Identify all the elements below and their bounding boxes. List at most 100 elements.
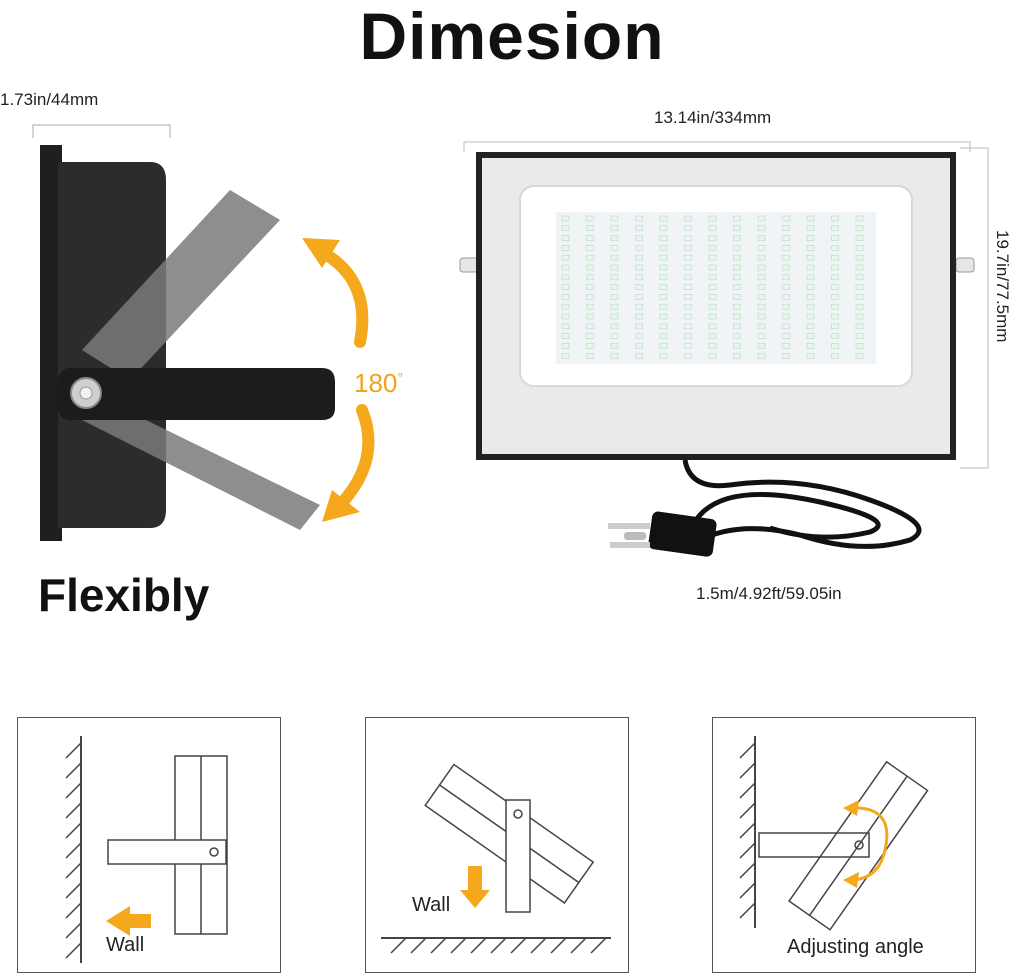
led-chip [684, 313, 692, 320]
left-arrow-icon [106, 906, 151, 936]
install-panel-wall-mount: Wall [17, 717, 281, 973]
led-chip [806, 333, 815, 339]
page-title: Dimesion [359, 0, 665, 73]
led-chip [782, 225, 790, 232]
led-chip [659, 333, 668, 339]
led-chip [708, 254, 717, 261]
led-chip [684, 323, 692, 330]
adjust-angle-diagram [739, 736, 929, 931]
led-chip [586, 323, 594, 330]
led-chip [855, 225, 864, 232]
led-chip [782, 352, 790, 359]
led-chip [586, 303, 594, 310]
led-chip [757, 235, 766, 241]
led-chip [684, 225, 692, 232]
bracket-outline [758, 832, 870, 858]
width-dimension-label: 13.14in/334mm [654, 108, 772, 127]
led-chip [684, 303, 692, 310]
led-chip [855, 254, 864, 261]
led-chip [733, 215, 741, 222]
led-array [561, 215, 864, 359]
led-chip [659, 323, 668, 330]
led-chip [806, 245, 815, 251]
led-chip [610, 333, 619, 339]
led-chip [708, 225, 717, 232]
led-chip [733, 352, 741, 359]
led-chip [831, 333, 839, 339]
led-chip [561, 274, 570, 281]
plug-prong-top [608, 523, 650, 529]
led-chip [806, 303, 815, 310]
rotate-down-arrow-shaft [334, 404, 375, 511]
led-chip [855, 313, 864, 320]
led-chip [855, 343, 864, 349]
led-chip [831, 323, 839, 330]
led-chip [806, 254, 815, 261]
led-chip [831, 245, 839, 251]
led-chip [684, 215, 692, 222]
wall-hatch [739, 742, 756, 919]
ground-mount-diagram [381, 763, 611, 954]
led-chip [635, 294, 643, 300]
led-chip [708, 264, 717, 271]
led-chip [806, 264, 815, 271]
led-chip [610, 245, 619, 251]
led-chip [855, 284, 864, 290]
led-chip [782, 274, 790, 281]
led-chip [708, 343, 717, 349]
plug-ground-pin [624, 532, 646, 540]
led-chip [561, 323, 570, 330]
led-chip [635, 274, 643, 281]
led-chip [708, 284, 717, 290]
led-chip [659, 245, 668, 251]
led-chip [659, 303, 668, 310]
led-chip [708, 313, 717, 320]
led-chip [586, 352, 594, 359]
led-chip [684, 245, 692, 251]
led-chip [684, 333, 692, 339]
led-chip [806, 225, 815, 232]
led-chip [635, 284, 643, 290]
bracket-outline [107, 839, 227, 865]
led-chip [855, 235, 864, 241]
depth-dimension-label: 1.73in/44mm [0, 90, 99, 109]
led-chip [855, 245, 864, 251]
led-chip [684, 284, 692, 290]
led-chip [782, 284, 790, 290]
led-chip [782, 254, 790, 261]
wall-mount-diagram [65, 736, 228, 963]
led-chip [757, 323, 766, 330]
led-chip [586, 215, 594, 222]
power-plug [648, 511, 717, 557]
led-chip [831, 343, 839, 349]
led-chip [610, 254, 619, 261]
led-chip [806, 284, 815, 290]
height-dimension-line [960, 147, 989, 469]
led-chip [610, 225, 619, 232]
led-chip [561, 235, 570, 241]
led-chip [757, 284, 766, 290]
led-chip [561, 225, 570, 232]
led-chip [610, 215, 619, 222]
led-chip [831, 225, 839, 232]
led-chip [561, 284, 570, 290]
led-chip [586, 254, 594, 261]
ground-hatch [390, 937, 607, 954]
led-chip [610, 323, 619, 330]
led-chip [610, 284, 619, 290]
led-chip [806, 215, 815, 222]
led-chip [733, 333, 741, 339]
led-chip [635, 215, 643, 222]
front-view-illustration [459, 141, 989, 557]
led-chip [782, 264, 790, 271]
led-chip [782, 235, 790, 241]
led-chip [561, 294, 570, 300]
led-chip [586, 343, 594, 349]
led-chip [757, 303, 766, 310]
led-chip [855, 333, 864, 339]
led-chip [561, 333, 570, 339]
led-chip [586, 333, 594, 339]
power-cable [682, 459, 922, 549]
led-chip [635, 323, 643, 330]
led-chip [855, 323, 864, 330]
